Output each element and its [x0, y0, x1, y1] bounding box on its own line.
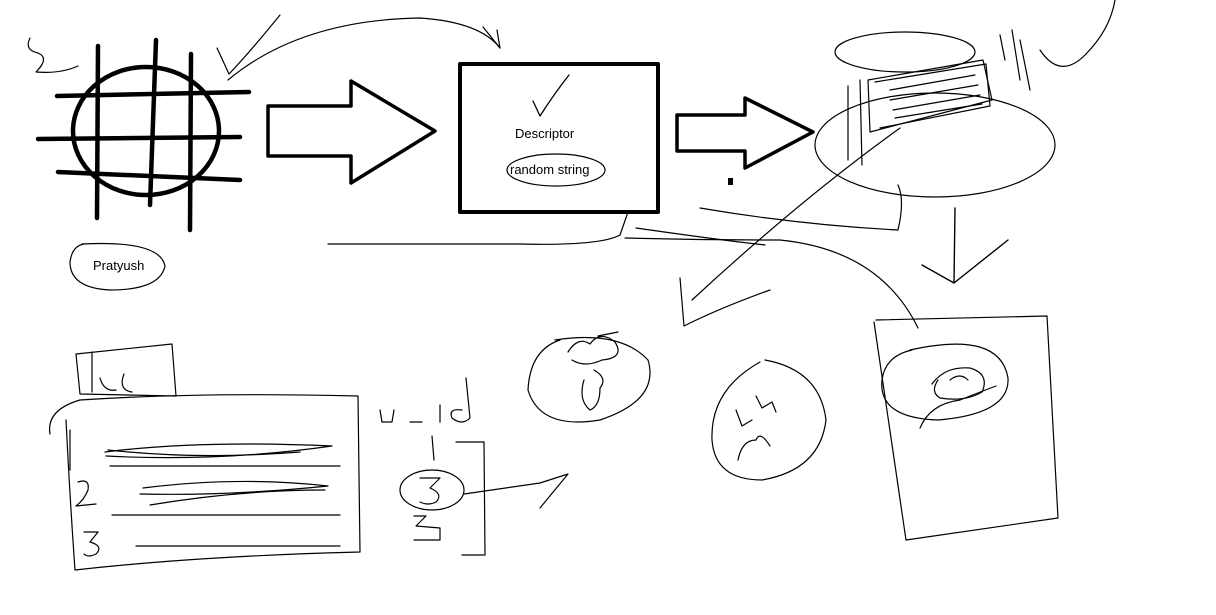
- name-outline: [69, 242, 166, 291]
- descriptor-label: Descriptor: [515, 126, 575, 141]
- database-stack-icon: [699, 0, 1116, 231]
- random-string-outline: [506, 153, 606, 187]
- face-icon: [527, 331, 651, 423]
- random-string-label: random string: [510, 162, 590, 177]
- checkmark-icon: [532, 74, 570, 117]
- descriptor-box: [458, 62, 660, 214]
- globe-grid-icon: [35, 37, 252, 233]
- scribble-marks: [27, 14, 501, 81]
- uid-column: [379, 377, 569, 556]
- right-arrow-icon: [675, 96, 815, 170]
- down-arrow-icon: [921, 207, 1009, 284]
- loc-table: [48, 343, 361, 571]
- connector-lines: [327, 127, 919, 329]
- document-card: [873, 315, 1059, 541]
- dot-mark: [728, 178, 733, 185]
- right-arrow-icon: [266, 79, 437, 185]
- name-label: Pratyush: [93, 258, 145, 273]
- face-icon: [711, 359, 827, 481]
